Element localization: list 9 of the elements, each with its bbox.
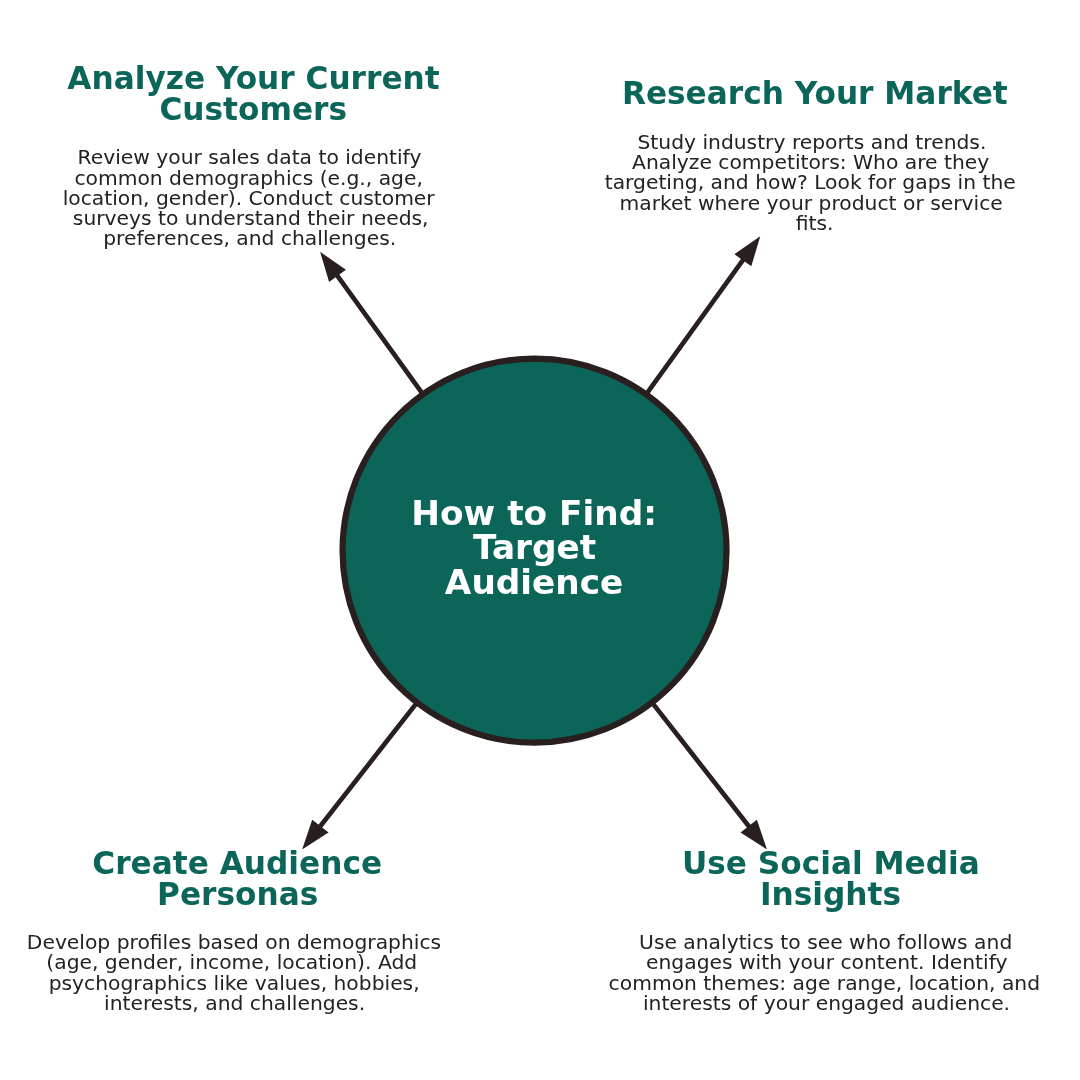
arrow: [302, 700, 419, 849]
node-text: Create Audience Personas Develop profiles based on demographics (age, gender, income, location). Add psychographics like values, hobbies, interests, and challenges.: [26, 844, 442, 1015]
arrow: [320, 251, 425, 395]
node-circle: How to Find: Target Audience: [339, 355, 730, 746]
node-text: Analyze Your Current Customers Review your sales data to identify common demographics (e.g., age, location, gender). Conduct customer surveys to understand their needs, preferences, and challenges.: [62, 59, 440, 250]
arrow: [650, 700, 767, 849]
node-text: Use Social Media Insights Use analytics to see who follows and engages with your content. Identify common themes: age range, location, and interests of your engaged audience.: [608, 844, 1041, 1015]
node-text: Research Your Market Study industry reports and trends. Analyze competitors: Who are they targeting, and how? Look for gaps in the market where your product or service fits.: [604, 74, 1016, 235]
arrow: [644, 235, 761, 396]
